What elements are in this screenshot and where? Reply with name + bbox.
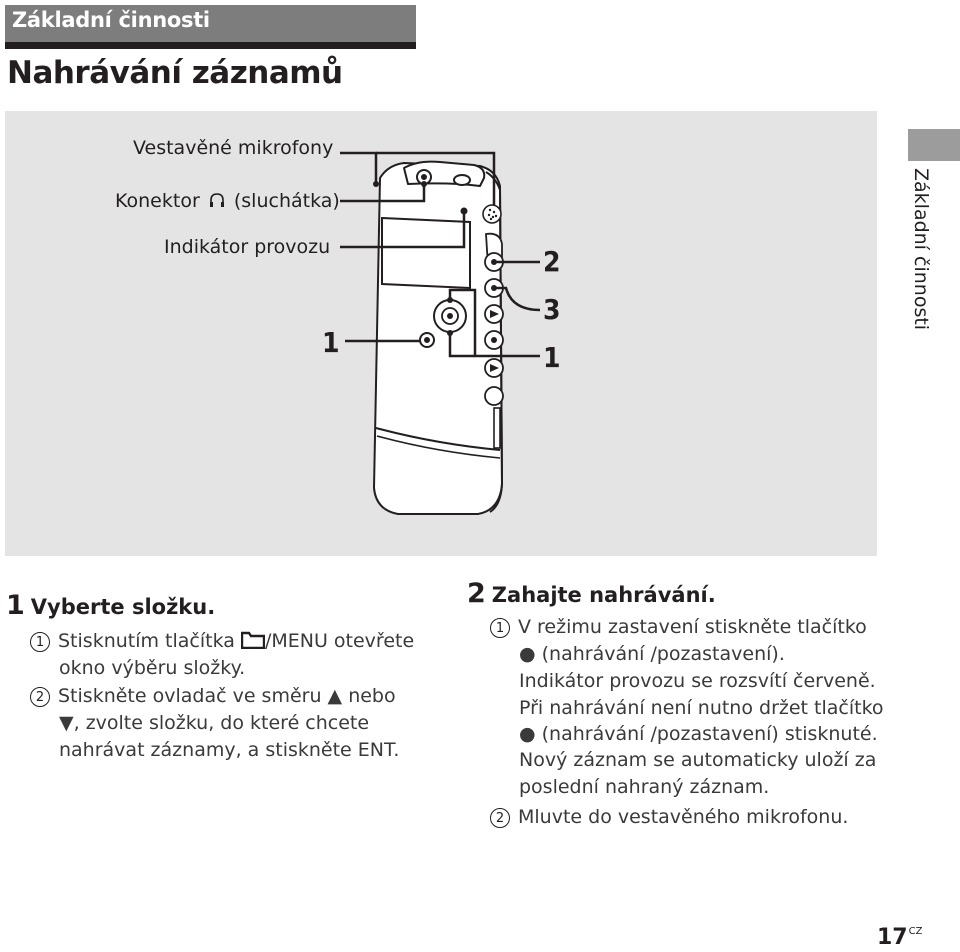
callout-number-right-2: 2: [543, 245, 561, 278]
step-1-sub-2-line-1: 2 Stiskněte ovladač ve směru ▲ nebo: [30, 685, 396, 707]
callout-built-in-mic: Vestavěné mikrofony: [133, 137, 334, 159]
callout-operation-indicator: Indikátor provozu: [164, 236, 331, 258]
step-1-sub-1-text-pre: Stisknutím tlačítka: [58, 630, 241, 652]
step-2-sub-1-line-1: 1 V režimu zastavení stiskněte tlačítko: [490, 616, 867, 638]
page-number: 17CZ: [877, 925, 922, 950]
callout-leaders: [340, 151, 541, 358]
side-section-label: Základní činnosti: [906, 168, 936, 348]
display-window: [381, 216, 471, 290]
step-2-sub-1-text: V režimu zastavení stiskněte tlačítko: [518, 616, 867, 638]
built-in-mic-grille: [482, 204, 502, 224]
callout-jack-prefix: Konektor: [115, 190, 200, 212]
step-1-sub-1-text-post: /MENU otevřete: [264, 630, 415, 652]
section-header-bar: [5, 5, 416, 42]
step-2-sub-1-line-3: Indikátor provozu se rozsvítí červeně.: [519, 670, 876, 692]
section-header-underline: [5, 42, 416, 49]
step-1-sub-2-line-2: ▼, zvolte složku, do které chcete: [59, 712, 370, 734]
callout-number-left-1: 1: [322, 326, 340, 359]
folder-icon: [240, 631, 266, 650]
step-2-sub-1-line-2: ● (nahrávání /pozastavení).: [519, 643, 785, 665]
page-title: Nahrávání záznamů: [7, 55, 343, 91]
side-section-label-text: Základní činnosti: [910, 168, 932, 331]
step-2-sub-2-line-1: 2 Mluvte do vestavěného mikrofonu.: [490, 806, 848, 828]
step-1-sub-1-line-2: okno výběru složky.: [59, 657, 246, 679]
step-2-sub-1-marker: 1: [490, 618, 510, 638]
lower-slider: [493, 407, 501, 449]
mic-jack: [453, 174, 471, 186]
callout-number-right-1: 1: [543, 341, 561, 374]
section-title: Základní činnosti: [12, 8, 210, 32]
step-2-sub-1-line-6: Nový záznam se automaticky uloží za: [519, 749, 877, 771]
step-2-title: Zahajte nahrávání.: [491, 583, 716, 607]
step-1-sub-2-marker: 2: [30, 687, 50, 707]
step-2-sub-2-marker: 2: [490, 808, 510, 828]
step-2-sub-1-line-4: Při nahrávání není nutno držet tlačítko: [519, 697, 884, 719]
step-1-sub-1-line-1: 1 Stisknutím tlačítka /MENU otevřete: [30, 630, 414, 652]
step-1-number: 1: [6, 590, 25, 621]
step-2-sub-1-line-7: poslední nahraný záznam.: [519, 776, 770, 798]
operation-indicator: [460, 207, 468, 215]
step-1-title: Vyberte složku.: [30, 595, 216, 619]
callout-number-right-3: 3: [543, 293, 561, 326]
callout-headphone-jack: Konektor (sluchátka): [115, 190, 340, 212]
step-2-sub-1-line-5: ● (nahrávání /pozastavení) stisknuté.: [519, 723, 878, 745]
step-1-sub-1-marker: 1: [30, 632, 50, 652]
callout-jack-suffix: (sluchátka): [233, 190, 340, 212]
step-1-sub-2-text: Stiskněte ovladač ve směru ▲ nebo: [58, 685, 396, 707]
headphones-icon: [209, 193, 224, 207]
page-number-value: 17: [877, 925, 908, 950]
step-1-sub-2-line-3: nahrávat záznamy, a stiskněte ENT.: [59, 739, 400, 761]
side-tab-marker: [908, 129, 960, 161]
page-language-code: CZ: [908, 926, 923, 937]
step-2-number: 2: [467, 578, 486, 609]
step-2-sub-2-text: Mluvte do vestavěného mikrofonu.: [518, 806, 849, 828]
